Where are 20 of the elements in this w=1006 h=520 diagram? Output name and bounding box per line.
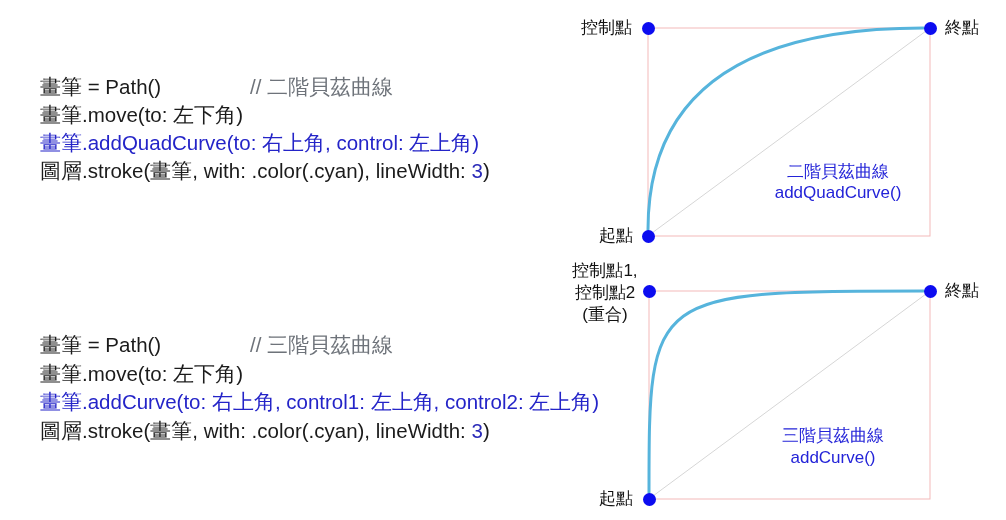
code-line: 畫筆 = Path() [40,74,162,100]
method-name: addCurve() [789,447,877,469]
code-line: 圖層.stroke(畫筆, with: .color(.cyan), lineWidth: 3) [40,158,490,184]
point-label: 終點 [945,17,979,39]
point-label: 控制點 [581,17,632,39]
code-comment: // 三階貝茲曲線 [250,332,394,358]
code-line: 畫筆.move(to: 左下角) [40,102,243,128]
code-line: 畫筆.addCurve(to: 右上角, control1: 左上角, control2: 左上角) [40,389,600,415]
point-label: 起點 [599,488,633,510]
curve-title: 三階貝茲曲線 [781,425,885,447]
curve-title: 二階貝茲曲線 [786,161,890,183]
point-label: 控制點1, 控制點2 (重合) [571,260,639,326]
code-line: 圖層.stroke(畫筆, with: .color(.cyan), lineWidth: 3) [40,418,490,444]
code-line: 畫筆.move(to: 左下角) [40,361,243,387]
code-line: 畫筆.addQuadCurve(to: 右上角, control: 左上角) [40,130,480,156]
point-label: 終點 [945,280,979,302]
method-name: addQuadCurve() [773,182,903,204]
code-line: 畫筆 = Path() [40,332,162,358]
point-label: 起點 [599,225,633,247]
code-comment: // 二階貝茲曲線 [250,74,394,100]
